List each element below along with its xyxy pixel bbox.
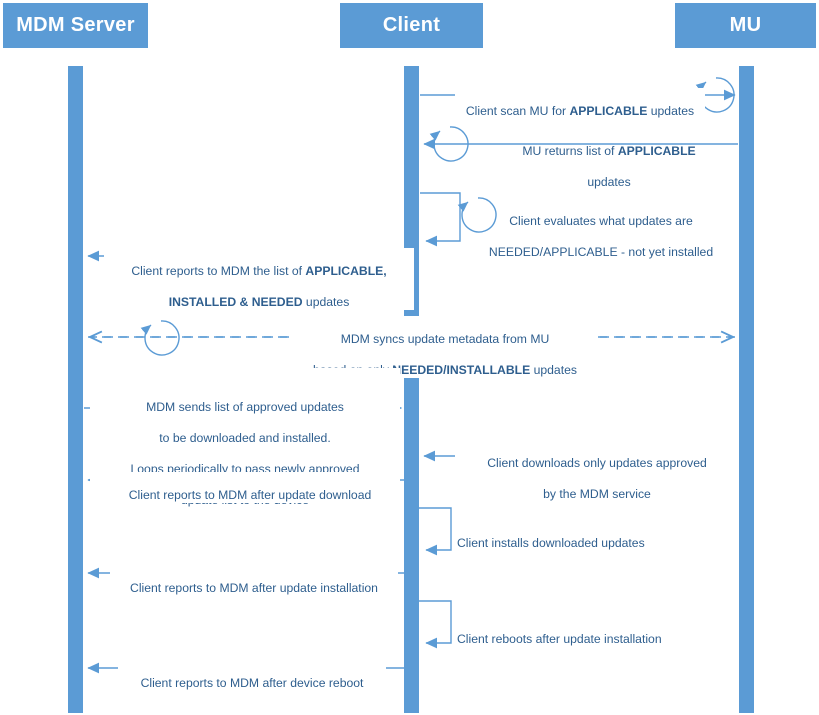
m10-text: Client reports to MDM after update insta… xyxy=(130,580,378,595)
message-arrow-m9-self[interactable] xyxy=(419,507,452,556)
message-label-m3: Client evaluates what updates are NEEDED… xyxy=(487,198,715,260)
actor-header-mu[interactable]: MU xyxy=(675,3,816,48)
message-arrow-m3-self[interactable] xyxy=(420,192,497,247)
m1-text-part2: updates xyxy=(647,103,695,118)
message-label-m8: Client reports to MDM after update downl… xyxy=(112,472,388,503)
message-arrow-m11-self[interactable] xyxy=(419,600,452,649)
message-label-m12: Client reports to MDM after device reboo… xyxy=(118,660,386,691)
activation-bar-client-download xyxy=(404,386,419,713)
m2-line2: updates xyxy=(587,174,631,189)
m1-text-part1: Client scan MU for xyxy=(465,103,570,118)
actor-label-mu: MU xyxy=(729,14,762,36)
m4-line1-bold: APPLICABLE, xyxy=(305,263,387,278)
m4-line2-bold: INSTALLED & NEEDED xyxy=(168,294,303,309)
message-label-m4: Client reports to MDM the list of APPLIC… xyxy=(104,248,414,310)
message-label-m9: Client installs downloaded updates xyxy=(457,520,687,551)
m7-line2: by the MDM service xyxy=(543,486,651,501)
m12-text: Client reports to MDM after device reboo… xyxy=(140,675,364,690)
m6-line1: MDM sends list of approved updates xyxy=(146,399,344,414)
lifeline-mu xyxy=(739,66,754,713)
m4-line1-a: Client reports to MDM the list of xyxy=(131,263,306,278)
actor-label-client: Client xyxy=(382,14,441,36)
m9-text: Client installs downloaded updates xyxy=(457,535,645,550)
activation-bar-client-scan xyxy=(404,66,419,284)
message-label-m10: Client reports to MDM after update insta… xyxy=(110,565,398,596)
m1-text-bold: APPLICABLE xyxy=(569,103,648,118)
m7-line1: Client downloads only updates approved xyxy=(487,455,707,470)
m3-line2: NEEDED/APPLICABLE - not yet installed xyxy=(488,244,714,259)
m2-line1-bold: APPLICABLE xyxy=(617,143,696,158)
m2-line1-a: MU returns list of xyxy=(522,143,618,158)
m5-line2-bold: NEEDED/INSTALLABLE xyxy=(392,362,531,377)
actor-label-mdm-server: MDM Server xyxy=(16,14,135,36)
message-label-m7: Client downloads only updates approved b… xyxy=(455,440,739,502)
m3-line1: Client evaluates what updates are xyxy=(509,213,693,228)
message-label-m1: Client scan MU for APPLICABLE updates xyxy=(455,88,705,119)
lifeline-mdm-server xyxy=(68,66,83,713)
message-label-m2: MU returns list of APPLICABLE updates xyxy=(478,128,740,190)
m8-text: Client reports to MDM after update downl… xyxy=(128,487,372,502)
actor-header-mdm-server[interactable]: MDM Server xyxy=(3,3,148,48)
m11-text: Client reboots after update installation xyxy=(457,631,662,646)
m5-line2-b: updates xyxy=(530,362,577,377)
actor-header-client[interactable]: Client xyxy=(340,3,483,48)
m4-line2-a: updates xyxy=(302,294,350,309)
m6-line2: to be downloaded and installed. xyxy=(159,430,331,445)
m5-line1: MDM syncs update metadata from MU xyxy=(340,331,550,346)
message-label-m11: Client reboots after update installation xyxy=(457,616,707,647)
